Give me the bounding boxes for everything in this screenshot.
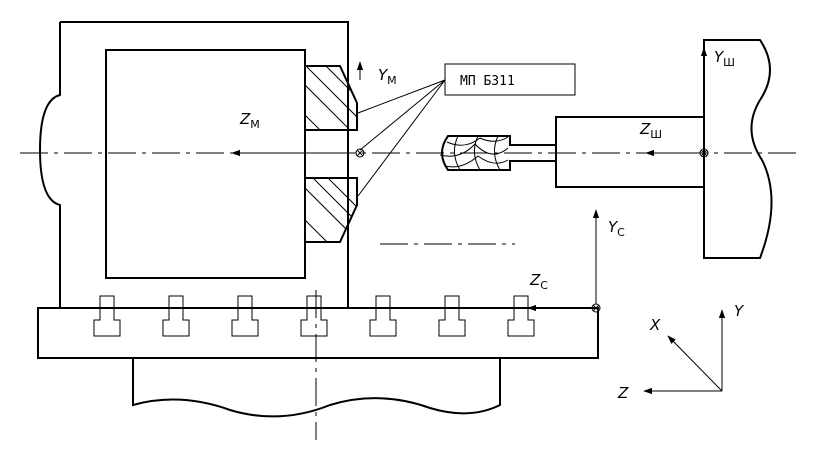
- label-global-z: Z: [617, 384, 629, 402]
- label-ysh: YШ: [714, 48, 735, 69]
- spindle-head: [703, 39, 773, 259]
- label-ym: YМ: [378, 66, 397, 87]
- table-base: [132, 358, 501, 418]
- callout-box: [444, 63, 576, 96]
- label-zm: ZМ: [239, 110, 260, 131]
- t-slots: [93, 295, 535, 337]
- machine-column: [38, 21, 349, 308]
- fixture-plate: [105, 49, 306, 279]
- tool-holder: [555, 116, 705, 188]
- label-global-x: X: [649, 316, 661, 334]
- machine-table: [37, 307, 599, 359]
- callout-leaders: [357, 79, 446, 197]
- end-mill-tool: [439, 135, 557, 171]
- workpiece-section: [304, 65, 358, 243]
- label-zc: ZС: [529, 271, 548, 292]
- callout-label: МП Б311: [460, 74, 515, 89]
- label-yc: YС: [608, 218, 625, 239]
- label-global-y: Y: [734, 302, 745, 320]
- label-zsh: ZШ: [639, 120, 662, 141]
- global-triad: [643, 309, 726, 395]
